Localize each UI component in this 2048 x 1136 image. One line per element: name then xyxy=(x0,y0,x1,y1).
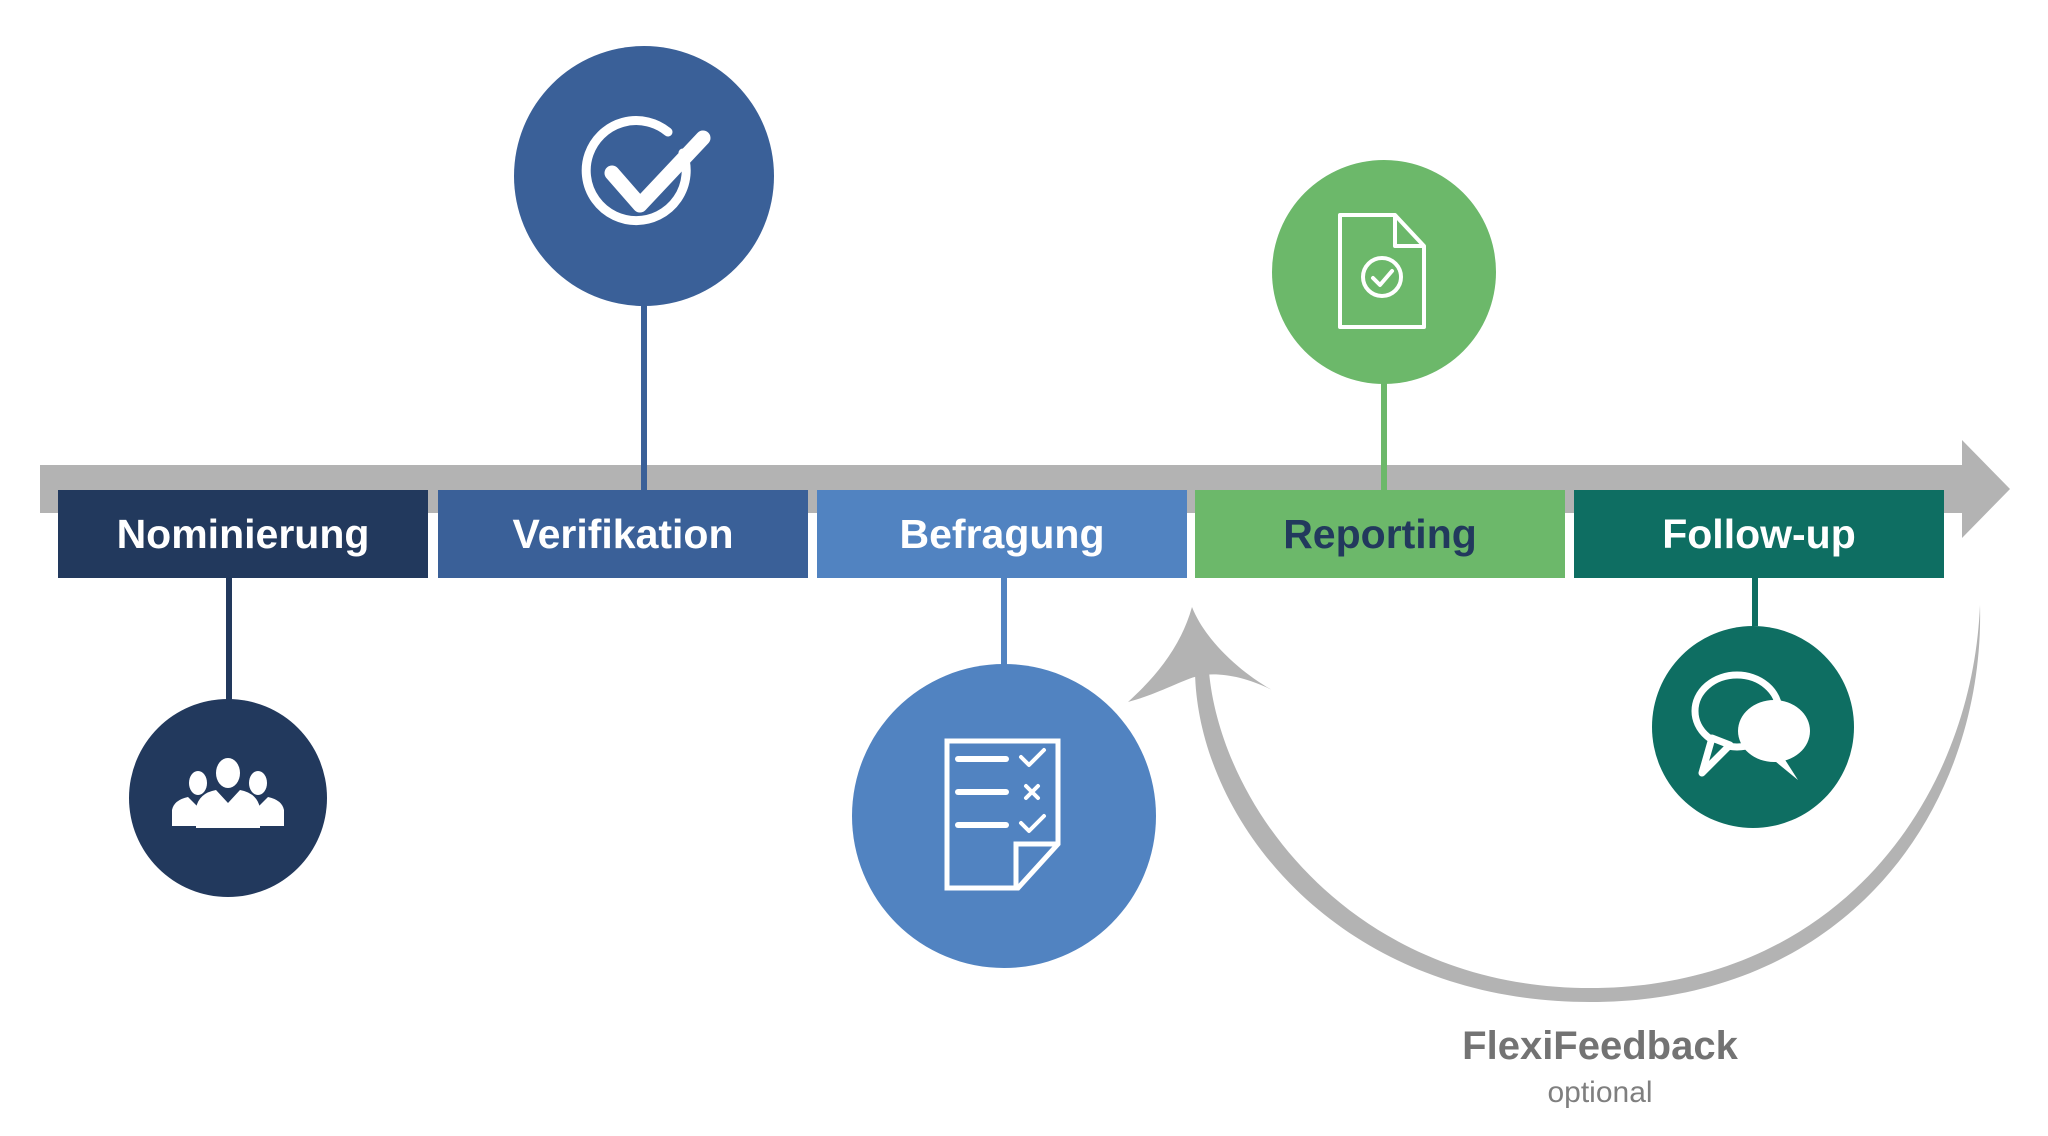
step-box-verifikation xyxy=(438,490,808,578)
step-label-follow-up: Follow-up xyxy=(1662,510,1856,557)
connectors xyxy=(226,300,1758,703)
step-label-reporting: Reporting xyxy=(1283,510,1477,557)
step-label-verifikation: Verifikation xyxy=(512,510,734,557)
loop-title: FlexiFeedback xyxy=(1462,1024,1738,1068)
report-document-icon xyxy=(1272,160,1496,384)
step-box-befragung xyxy=(817,490,1187,578)
checklist-document-icon xyxy=(852,664,1156,968)
step-box-nominierung xyxy=(58,490,428,578)
speech-bubbles-icon xyxy=(1652,626,1854,828)
feedback-loop-arrow xyxy=(1128,605,1981,1002)
step-label-befragung: Befragung xyxy=(899,510,1105,557)
loop-subtitle: optional xyxy=(1547,1076,1653,1109)
people-group-icon xyxy=(129,699,327,897)
step-box-follow-up xyxy=(1574,490,1944,578)
step-box-reporting xyxy=(1195,490,1565,578)
check-circle-icon xyxy=(514,46,774,306)
step-label-nominierung: Nominierung xyxy=(116,510,370,557)
